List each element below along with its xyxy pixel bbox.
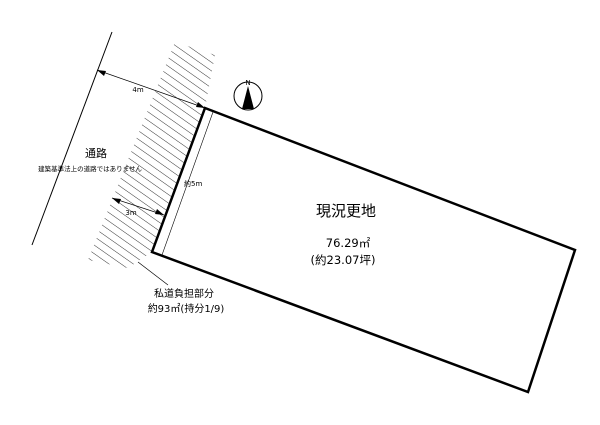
road-edge-line <box>31 31 113 246</box>
road-label: 通路 <box>85 147 107 160</box>
private-road-label: 私道負担部分 <box>154 287 214 300</box>
private-road-leader-line <box>137 261 169 286</box>
plot-area-m2: 76.29㎡ <box>326 236 371 250</box>
plot-title: 現況更地 <box>316 202 376 220</box>
dimension-top-label: 4m <box>132 86 143 94</box>
arrowhead-bottom-left <box>112 198 121 204</box>
arrowhead-top-left <box>97 70 106 76</box>
dimension-bottom-label: 3m <box>125 209 136 217</box>
road-note: 建築基準法上の道路ではありません <box>38 164 142 173</box>
north-arrow-icon: N <box>233 79 263 111</box>
private-road-detail: 約93㎡(持分1/9) <box>148 302 225 315</box>
private-road-hatched-area <box>88 42 215 268</box>
arrowhead-bottom-right <box>155 209 164 215</box>
dimension-line-top <box>96 69 206 109</box>
arrowhead-top-right <box>196 102 205 108</box>
dimension-frontage-label: 約5m <box>184 179 202 188</box>
plot-area-tsubo: (約23.07坪) <box>311 253 376 267</box>
dimension-line-frontage <box>161 111 214 256</box>
dimension-line-bottom <box>111 197 165 216</box>
north-label: N <box>245 79 250 87</box>
lot-outline <box>150 106 577 394</box>
